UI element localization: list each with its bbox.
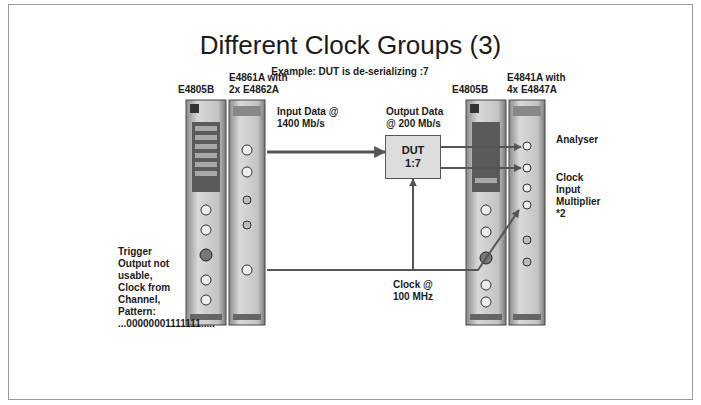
box-label: DUT 1:7 <box>397 144 429 170</box>
slide-title: Different Clock Groups (3) <box>0 30 701 61</box>
instrument-module: E4805B <box>186 100 226 325</box>
instrument-module: E4861A with 2x E4862A <box>229 100 265 325</box>
connector-label: Output Data @ 200 Mb/s <box>385 106 451 130</box>
model-label: E4861A with 2x E4862A <box>229 72 299 96</box>
model-label: E4841A with 4x E4847A <box>507 72 577 96</box>
connector <box>441 146 521 148</box>
model-label: E4805B <box>452 84 502 96</box>
connector <box>441 167 521 169</box>
connector-label: Clock @ 100 MHz <box>392 279 446 303</box>
instrument-module: E4805B <box>466 100 506 325</box>
annotation: Clock Input Multiplier *2 <box>556 172 609 220</box>
analyzer-module <box>509 100 545 325</box>
connector <box>267 151 385 154</box>
connector <box>267 179 413 270</box>
dut-box: DUT 1:7 <box>385 135 441 179</box>
annotation: Trigger Output not usable, Clock from Ch… <box>118 246 180 330</box>
connector <box>267 210 519 270</box>
annotation: Analyser <box>556 134 636 146</box>
connector-label: Input Data @ 1400 Mb/s <box>276 106 342 130</box>
instrument-module: E4841A with 4x E4847A <box>509 100 545 325</box>
clock-module <box>466 100 506 325</box>
clock-module <box>186 100 226 325</box>
model-label: E4805B <box>178 84 228 96</box>
slide-frame <box>9 5 693 400</box>
generator-module <box>229 100 265 325</box>
